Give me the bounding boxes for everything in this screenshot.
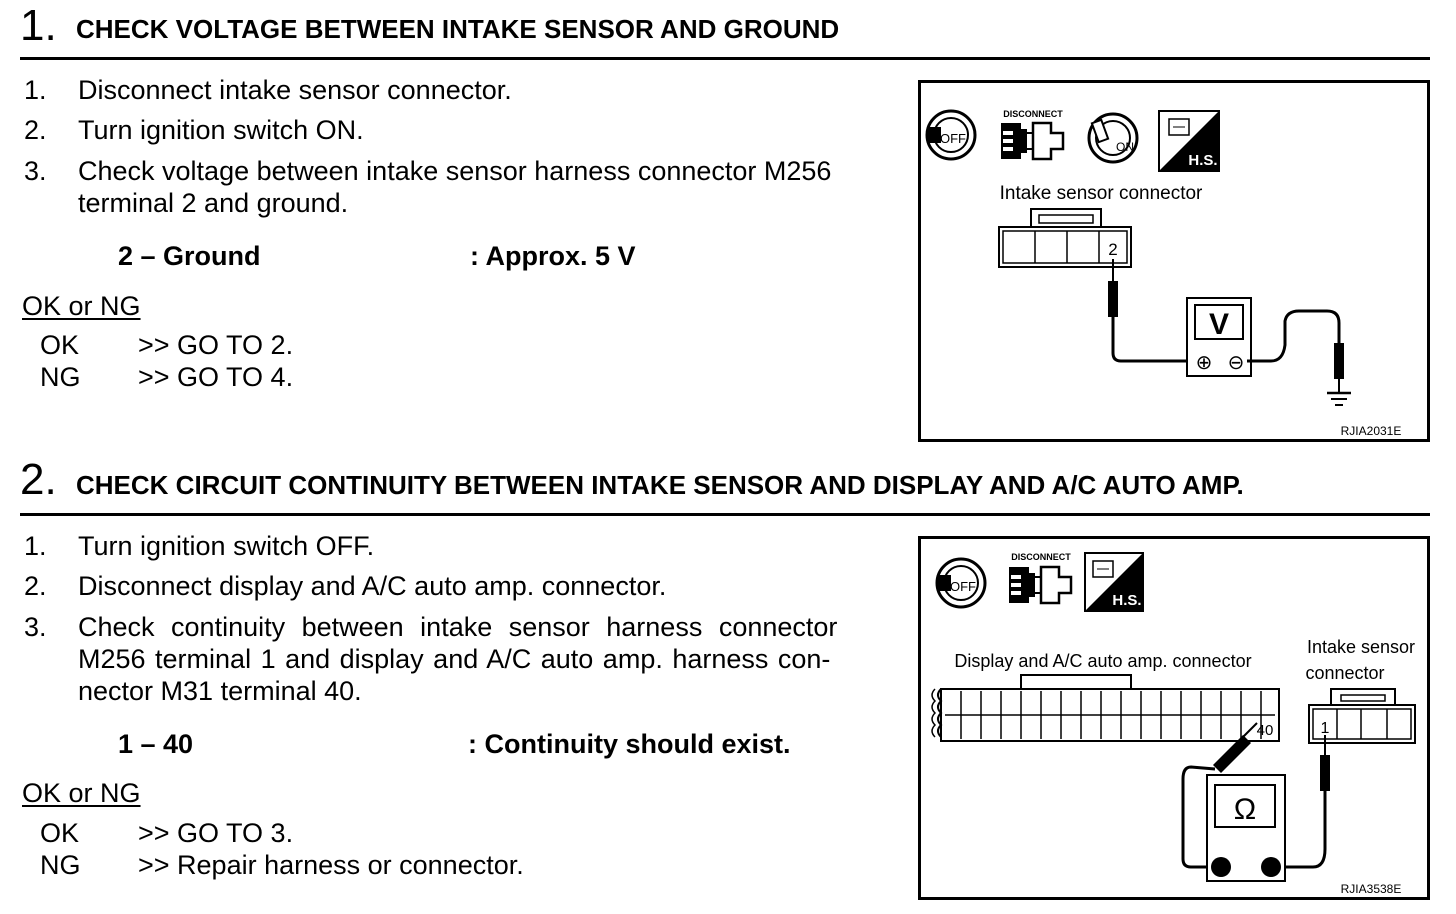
disconnect-icon: DISCONNECT bbox=[1001, 109, 1065, 161]
section2-step1-num: 1. bbox=[24, 531, 47, 561]
voltmeter: V ⊕ ⊖ bbox=[1186, 297, 1252, 377]
section2-spec-label: 1 – 40 bbox=[118, 729, 194, 759]
section2-ok-ng-heading: OK or NG bbox=[22, 778, 141, 808]
section1-step3-line2: terminal 2 and ground. bbox=[78, 188, 349, 218]
section1-figure: OFF DISCONNECT ON H.S. In bbox=[918, 80, 1430, 442]
harness-sensor-icon: H.S. bbox=[1084, 552, 1144, 612]
section1-rule bbox=[20, 57, 1430, 60]
intake-sensor-connector: 2 bbox=[998, 208, 1132, 268]
volt-symbol: V bbox=[1209, 308, 1229, 341]
section2-figure: OFF DISCONNECT H.S. Display and A/C auto… bbox=[918, 536, 1430, 900]
off-label: OFF bbox=[950, 579, 976, 594]
section2-step3-num: 3. bbox=[24, 612, 47, 642]
off-label: OFF bbox=[940, 131, 966, 146]
section1-number: 1. bbox=[20, 1, 57, 50]
sensor-connector-label-2: connector bbox=[1305, 663, 1384, 683]
section1-ok-ng-heading: OK or NG bbox=[22, 291, 141, 321]
section1-ok-code: OK bbox=[40, 330, 80, 360]
hs-label: H.S. bbox=[1188, 152, 1217, 169]
hs-label: H.S. bbox=[1112, 592, 1141, 609]
section2-ok-action: >> GO TO 3. bbox=[138, 818, 294, 848]
section2-step3-line2: M256 terminal 1 and display and A/C auto… bbox=[78, 644, 831, 674]
terminal-1-label: 1 bbox=[1321, 720, 1330, 737]
harness-sensor-icon: H.S. bbox=[1158, 110, 1220, 172]
minus-terminal: ⊖ bbox=[1228, 352, 1245, 374]
section2-title: CHECK CIRCUIT CONTINUITY BETWEEN INTAKE … bbox=[76, 470, 1244, 500]
section1-step3-line1: Check voltage between intake sensor harn… bbox=[78, 156, 832, 186]
terminal-40-label: 40 bbox=[1257, 722, 1274, 739]
section2-ng-code: NG bbox=[40, 850, 81, 880]
section1-step2-num: 2. bbox=[24, 115, 47, 145]
plus-terminal: ⊕ bbox=[1196, 352, 1213, 374]
section1-step2-text: Turn ignition switch ON. bbox=[78, 115, 364, 145]
disconnect-label: DISCONNECT bbox=[1011, 552, 1071, 562]
section2-ng-action: >> Repair harness or connector. bbox=[138, 850, 524, 880]
display-amp-connector: 40 bbox=[931, 674, 1280, 742]
section2-spec-value: : Continuity should exist. bbox=[468, 729, 791, 759]
intake-sensor-connector: 1 bbox=[1308, 688, 1416, 744]
ignition-off-icon: OFF bbox=[925, 109, 977, 161]
section1-step1-text: Disconnect intake sensor connector. bbox=[78, 75, 512, 105]
section1-ng-code: NG bbox=[40, 362, 81, 392]
figure2-code: RJIA3538E bbox=[1341, 882, 1402, 896]
sensor-connector-label-1: Intake sensor bbox=[1307, 637, 1415, 657]
section2-ok-code: OK bbox=[40, 818, 80, 848]
ignition-on-icon: ON bbox=[1087, 112, 1139, 164]
probe-wire bbox=[1108, 259, 1191, 363]
ohm-symbol: Ω bbox=[1234, 793, 1256, 826]
terminal-2-label: 2 bbox=[1108, 240, 1117, 259]
section1-title: CHECK VOLTAGE BETWEEN INTAKE SENSOR AND … bbox=[76, 14, 840, 44]
probe-amp bbox=[1181, 722, 1258, 869]
ohmmeter: Ω bbox=[1206, 774, 1286, 882]
section1-spec-value: : Approx. 5 V bbox=[470, 241, 636, 271]
section1-ng-action: >> GO TO 4. bbox=[138, 362, 294, 392]
amp-connector-label: Display and A/C auto amp. connector bbox=[954, 651, 1251, 671]
section2-number: 2. bbox=[20, 455, 57, 504]
ignition-off-icon: OFF bbox=[935, 557, 987, 609]
ground-wire bbox=[1247, 309, 1344, 393]
section2-step3-line1: Check continuity between intake sensor h… bbox=[78, 612, 838, 642]
section2-step2-text: Disconnect display and A/C auto amp. con… bbox=[78, 571, 667, 601]
disconnect-label: DISCONNECT bbox=[1003, 109, 1063, 119]
section2-rule bbox=[20, 513, 1430, 516]
section1-spec-label: 2 – Ground bbox=[118, 241, 261, 271]
probe-sensor bbox=[1277, 735, 1330, 869]
intake-connector-label: Intake sensor connector bbox=[1000, 183, 1203, 204]
section2-step2-num: 2. bbox=[24, 571, 47, 601]
disconnect-icon: DISCONNECT bbox=[1009, 552, 1073, 605]
figure1-code: RJIA2031E bbox=[1341, 424, 1402, 438]
ground-icon bbox=[1327, 391, 1351, 406]
on-label: ON bbox=[1116, 140, 1134, 154]
section2-step3-line3: nector M31 terminal 40. bbox=[78, 676, 362, 706]
section1-step1-num: 1. bbox=[24, 75, 47, 105]
section2-step1-text: Turn ignition switch OFF. bbox=[78, 531, 375, 561]
section1-ok-action: >> GO TO 2. bbox=[138, 330, 294, 360]
section1-step3-num: 3. bbox=[24, 156, 47, 186]
